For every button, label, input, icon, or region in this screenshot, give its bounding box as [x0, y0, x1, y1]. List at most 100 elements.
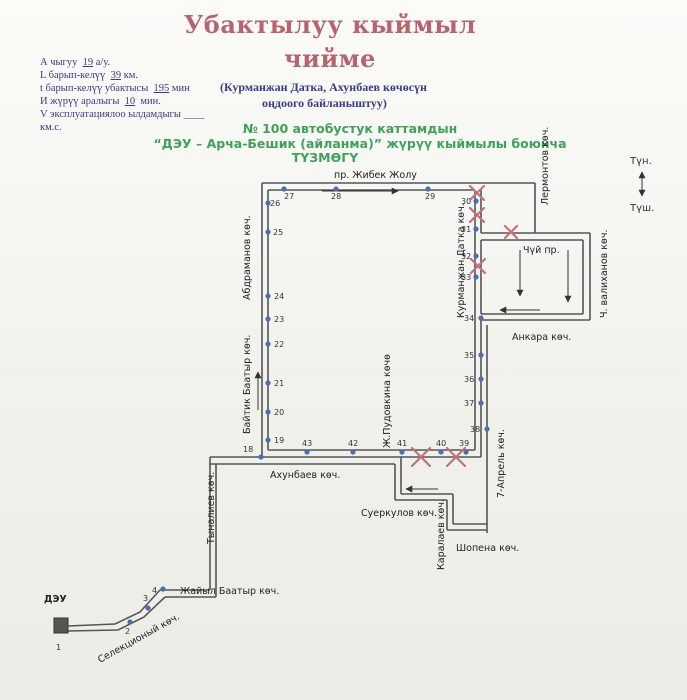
stop-40: [438, 449, 444, 455]
street-tynaliev: Тыналиев көч.: [206, 472, 217, 545]
depot-number: 1: [56, 643, 61, 652]
street-shopena: Шопена көч.: [456, 543, 519, 554]
stop-41: [399, 449, 405, 455]
compass-south: Түш.: [629, 203, 654, 214]
street-labels: пр. Жибек Жолу Лермонтов көч. Курманжан …: [96, 127, 610, 666]
street-suerkulov: Суеркулов көч.: [361, 508, 437, 519]
stop-label-43: 43: [302, 439, 312, 448]
stop-28: [333, 186, 339, 192]
street-zhibek-zholu: пр. Жибек Жолу: [334, 170, 417, 181]
stop-label-38: 38: [470, 425, 480, 434]
stop-label-27: 27: [284, 192, 294, 201]
stops: [127, 186, 490, 625]
stop-20: [265, 409, 271, 415]
heading-line-1: № 100 автобустук каттамдын: [242, 121, 458, 136]
stop-24: [265, 293, 271, 299]
closures: [410, 184, 519, 468]
stop-label-2: 2: [125, 627, 130, 636]
closure-icon: [503, 224, 519, 240]
closure-icon: [410, 446, 432, 468]
stop-label-29: 29: [425, 192, 435, 201]
stop-38: [484, 426, 490, 432]
closure-icon: [468, 206, 486, 224]
stop-4: [160, 586, 166, 592]
stop-35: [478, 352, 484, 358]
stop-label-30: 30: [461, 197, 471, 206]
info-time: t барып-келүү убактысы 195 мин: [40, 83, 190, 94]
stop-label-3: 3: [143, 594, 148, 603]
stop-label-32: 32: [461, 252, 471, 261]
stop-labels: 2 3 4 18 19 20 21 22 23 24 25 26 27 28 2…: [125, 192, 480, 636]
info-departures: А чыгуу 19 а/у.: [40, 57, 111, 68]
stop-27: [281, 186, 287, 192]
closure-icon: [468, 184, 486, 202]
street-abdrakhmanov: Абдраманов көч.: [242, 215, 253, 300]
stop-21: [265, 380, 271, 386]
stop-label-19: 19: [274, 436, 284, 445]
street-karalaev: Каралаев көч.: [436, 499, 447, 570]
title-line-2: чийме: [284, 44, 376, 73]
stop-label-40: 40: [436, 439, 446, 448]
stop-label-33: 33: [461, 273, 471, 282]
stop-25: [265, 229, 271, 235]
stop-label-31: 31: [461, 225, 471, 234]
route-info: А чыгуу 19 а/у. L барып-келүү 39 км. t б…: [40, 56, 205, 134]
stop-29: [425, 186, 431, 192]
stop-2: [127, 619, 133, 625]
subtitle-line-1: (Курманжан Датка, Ахунбаев көчөсүн: [220, 80, 427, 94]
closure-icon: [445, 446, 467, 468]
street-ankara: Анкара көч.: [512, 332, 571, 343]
stop-label-18: 18: [243, 445, 253, 454]
stop-label-25: 25: [273, 228, 283, 237]
street-zhaiyl: Жайыл Баатыр көч.: [180, 586, 279, 597]
street-pudovkina: Ж.Пудовкина көчө: [382, 354, 393, 448]
stop-43: [304, 449, 310, 455]
stop-23: [265, 316, 271, 322]
depot-label: ДЭУ: [44, 594, 67, 605]
stop-34: [478, 315, 484, 321]
stop-33: [473, 274, 479, 280]
stop-39: [463, 449, 469, 455]
stop-37: [478, 400, 484, 406]
stop-22: [265, 341, 271, 347]
stop-18: [258, 454, 264, 460]
stop-label-23: 23: [274, 315, 284, 324]
compass: Түн. Түш.: [629, 156, 654, 214]
info-speed-unit: км.с.: [40, 122, 62, 133]
stop-label-36: 36: [464, 375, 474, 384]
stop-32: [473, 253, 479, 259]
stop-label-41: 41: [397, 439, 407, 448]
stop-3: [145, 605, 151, 611]
title-line-1: Убактылуу кыймыл: [183, 10, 477, 39]
stop-label-42: 42: [348, 439, 358, 448]
compass-north: Түн.: [629, 156, 652, 167]
stop-30: [473, 198, 479, 204]
stop-label-37: 37: [464, 399, 474, 408]
stop-label-4: 4: [152, 586, 157, 595]
street-chuy: Чүй пр.: [523, 245, 560, 256]
heading-line-2: “ДЭУ – Арча-Бешик (айланма)” жүрүү кыймы…: [153, 136, 567, 151]
street-lermontov: Лермонтов көч.: [540, 127, 551, 205]
stop-label-21: 21: [274, 379, 284, 388]
stop-label-39: 39: [459, 439, 469, 448]
stop-label-20: 20: [274, 408, 284, 417]
stop-31: [473, 226, 479, 232]
info-interval: И жүрүү аралыгы 10 мин.: [40, 96, 161, 107]
stop-label-28: 28: [331, 192, 341, 201]
stop-label-35: 35: [464, 351, 474, 360]
direction-arrows: [254, 187, 572, 493]
stop-label-24: 24: [274, 292, 284, 301]
street-valikhanov: Ч. валиханов көч.: [599, 230, 610, 319]
stop-42: [350, 449, 356, 455]
info-speed: V эксплуатациялоо ылдамдыгы ____: [40, 109, 205, 120]
stop-label-34: 34: [464, 314, 474, 323]
stop-19: [265, 437, 271, 443]
closure-icon: [469, 257, 487, 275]
street-baytik: Байтик Баатыр көч.: [242, 335, 253, 434]
info-length: L барып-келүү 39 км.: [40, 70, 139, 81]
stop-label-26: 26: [270, 199, 280, 208]
depot-icon: [53, 617, 69, 634]
subtitle-line-2: оңдоого байланыштуу): [262, 96, 387, 110]
